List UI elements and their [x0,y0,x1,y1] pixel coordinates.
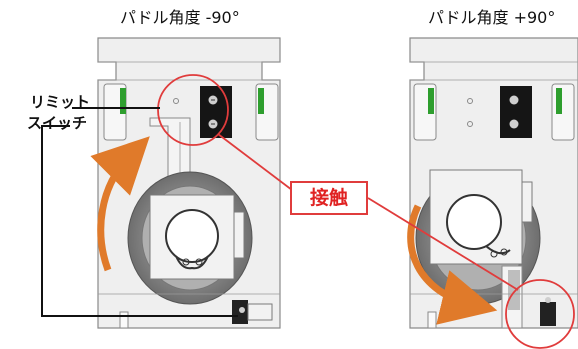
leader-line-bottom [41,125,238,317]
right-retaining-ring [446,194,502,250]
right-bottom-switch [540,302,556,326]
left-retaining-ring [165,209,219,263]
left-rotation-arrow [90,136,150,272]
contact-pointer-left [217,133,293,191]
green-tab-right [258,88,264,114]
right-assembly [407,37,578,349]
right-rotation-arrow [407,204,498,325]
limit-switch-left [200,86,232,138]
limit-switch-label-line2: スイッチ [27,114,88,132]
left-contact-highlight [157,74,229,146]
contact-pointer-right [367,197,519,291]
limit-switch-label-line1: リミット [30,93,91,111]
left-title: パドル角度 -90° [120,8,240,27]
left-assembly [90,37,281,329]
green-tab-left [120,88,126,114]
contact-label: 接触 [290,181,368,215]
right-contact-highlight [505,279,575,349]
right-title: パドル角度 +90° [428,8,556,27]
limit-switch-right [500,86,532,138]
